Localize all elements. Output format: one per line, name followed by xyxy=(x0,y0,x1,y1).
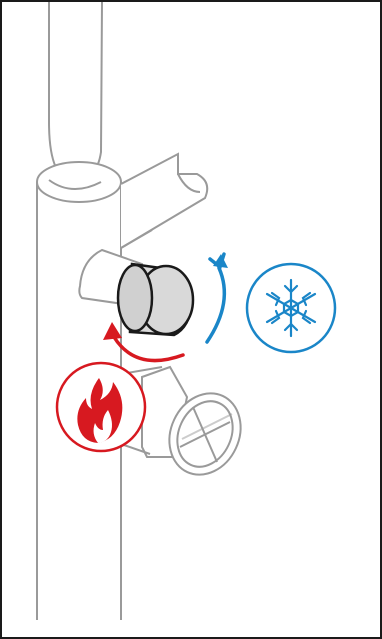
cold-rotation-arrow xyxy=(205,252,227,344)
hot-rotation-arrow xyxy=(112,335,185,363)
flame-icon xyxy=(55,361,147,453)
flow-valve-handle xyxy=(120,365,242,476)
riser-pipe xyxy=(36,161,122,620)
shower-hose xyxy=(48,2,103,184)
temperature-knob[interactable] xyxy=(116,262,195,337)
snowflake-icon xyxy=(245,262,337,354)
shower-holder-bracket xyxy=(120,152,209,249)
hot-arrow-head xyxy=(103,322,122,340)
cold-arrow-head xyxy=(213,254,228,268)
